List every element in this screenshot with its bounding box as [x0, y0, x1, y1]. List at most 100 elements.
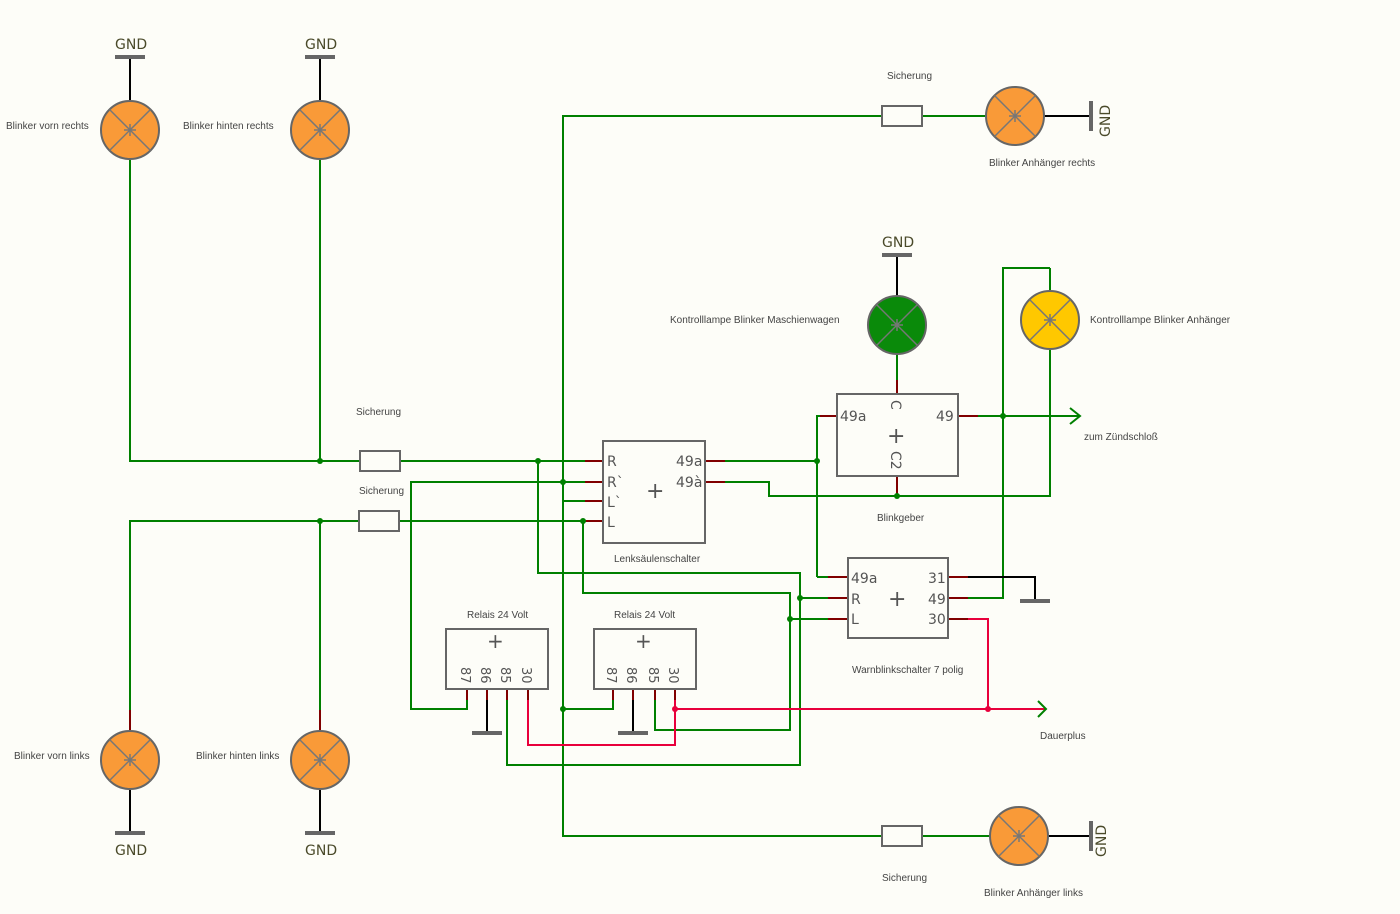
junction-dot: [580, 518, 586, 524]
lamp-indicator-trailer: Kontrolllampe Blinker Anhänger: [1020, 290, 1231, 350]
lamp-label: Blinker hinten rechts: [183, 121, 274, 132]
wire-relay1-30: [527, 700, 676, 746]
junction-dot: [797, 595, 803, 601]
plus-icon: +: [635, 629, 652, 653]
hazard-switch: 49a R L 31 49 30 + Warnblinkschalter 7 p…: [847, 557, 963, 676]
junctions: [317, 413, 1006, 712]
gnd-label: GND: [115, 37, 147, 53]
junction-dot: [560, 479, 566, 485]
wire-r-prime: [410, 481, 585, 710]
pin-label: 49a: [851, 571, 877, 587]
pin-label: C: [887, 400, 903, 410]
gnd-hazard: [1020, 599, 1050, 603]
gnd-symbols: GND GND GND GND GND GND GND: [115, 37, 1114, 859]
pin-label: 85: [497, 667, 512, 684]
junction-dot: [894, 493, 900, 499]
component-label: Lenksäulenschalter: [614, 554, 701, 565]
gnd-label: GND: [115, 843, 147, 859]
pin-label: L: [851, 612, 859, 628]
gnd-trailer-right: GND: [1089, 101, 1114, 137]
pin-label: 86: [477, 667, 492, 684]
wire-front-right: [129, 160, 585, 462]
gnd-relay1: [472, 731, 502, 735]
wire-relay2-87: [563, 700, 614, 710]
plus-icon: +: [888, 587, 906, 612]
pin-label: L: [607, 515, 615, 531]
lamp-label: Blinker Anhänger rechts: [989, 158, 1095, 169]
lamp-front-right: Blinker vorn rechts: [6, 100, 160, 160]
pin-label: 49: [928, 592, 946, 608]
pin-label: 30: [518, 667, 533, 684]
fuse-right: [359, 450, 401, 472]
component-label: Relais 24 Volt: [614, 610, 675, 621]
junction-dot: [560, 706, 566, 712]
wire-hazard-49: [968, 267, 1050, 599]
junction-dot: [317, 458, 323, 464]
dauerplus-label: Dauerplus: [1040, 731, 1086, 742]
fuse-label: Sicherung: [356, 407, 401, 418]
fuse-label: Sicherung: [882, 873, 927, 884]
pin-label: 85: [645, 667, 660, 684]
lamp-trailer-right: Blinker Anhänger rechts: [985, 86, 1095, 169]
lamp-rear-right: Blinker hinten rechts: [183, 100, 350, 160]
pin-label: L`: [607, 495, 622, 511]
component-label: Warnblinkschalter 7 polig: [852, 665, 963, 676]
junction-dot: [814, 458, 820, 464]
component-label: Relais 24 Volt: [467, 610, 528, 621]
lamp-label: Kontrolllampe Blinker Maschienwagen: [670, 315, 840, 326]
lamp-label: Kontrolllampe Blinker Anhänger: [1090, 315, 1231, 326]
wire-hazard-31: [968, 576, 1036, 600]
pin-label: 87: [603, 667, 618, 684]
lamp-front-left: Blinker vorn links: [14, 730, 160, 790]
gnd-label: GND: [305, 843, 337, 859]
lamp-label: Blinker Anhänger links: [984, 888, 1083, 899]
plus-icon: +: [487, 629, 504, 653]
gnd-front-left: GND: [115, 831, 147, 859]
gnd-label: GND: [1094, 825, 1110, 857]
gnd-front-right: GND: [115, 37, 147, 59]
lamp-trailer-left: Blinker Anhänger links: [984, 806, 1083, 899]
junction-dot: [985, 706, 991, 712]
lamps: Blinker vorn rechts Blinker hinten rechts…: [6, 86, 1231, 899]
wire-front-left: [129, 520, 585, 710]
plus-icon: +: [646, 479, 664, 504]
lamp-rear-left: Blinker hinten links: [196, 730, 350, 790]
wire-relay1-85: [506, 598, 801, 766]
junction-dot: [535, 458, 541, 464]
pin-label: R: [607, 454, 617, 470]
pin-label: R`: [607, 475, 624, 491]
component-label: Blinkgeber: [877, 513, 925, 524]
fuse-left: [358, 510, 400, 532]
gnd-trailer-left: GND: [1089, 821, 1110, 857]
fuse-trailer-left: [881, 825, 923, 847]
wire-l-hazard: [582, 521, 848, 620]
gnd-relay2: [618, 731, 648, 735]
junction-dot: [672, 706, 678, 712]
relay-2: + 87 86 85 30 Relais 24 Volt: [593, 610, 697, 690]
gnd-indicator-tractor: GND: [882, 235, 914, 257]
lamp-label: Blinker hinten links: [196, 751, 279, 762]
fuse-label: Sicherung: [887, 71, 932, 82]
junction-dot: [317, 518, 323, 524]
pin-label: 86: [623, 667, 638, 684]
pin-label: 30: [665, 667, 680, 684]
plus-icon: +: [887, 424, 905, 449]
wire-relay2-30: [674, 700, 988, 710]
wire-trailer-right: [562, 115, 990, 837]
pin-label: 30: [928, 612, 946, 628]
fuse-trailer-right: [881, 105, 923, 127]
pin-label: 49a: [676, 454, 702, 470]
junction-dot: [787, 616, 793, 622]
pin-label: 87: [457, 667, 472, 684]
ignition-label: zum Zündschloß: [1084, 432, 1158, 443]
gnd-label: GND: [882, 235, 914, 251]
gnd-label: GND: [305, 37, 337, 53]
flasher-unit: 49a 49 C C2 + Blinkgeber: [836, 393, 959, 524]
fuses: Sicherung Sicherung Sicherung Sicherung: [356, 71, 932, 884]
arrow-ignition: [1069, 407, 1082, 425]
column-switch: R R` L` L 49a 49à + Lenksäulenschalter: [602, 440, 706, 565]
pin-label: 49à: [676, 475, 702, 491]
pin-label: 49a: [840, 409, 866, 425]
pin-label: 31: [928, 571, 946, 587]
